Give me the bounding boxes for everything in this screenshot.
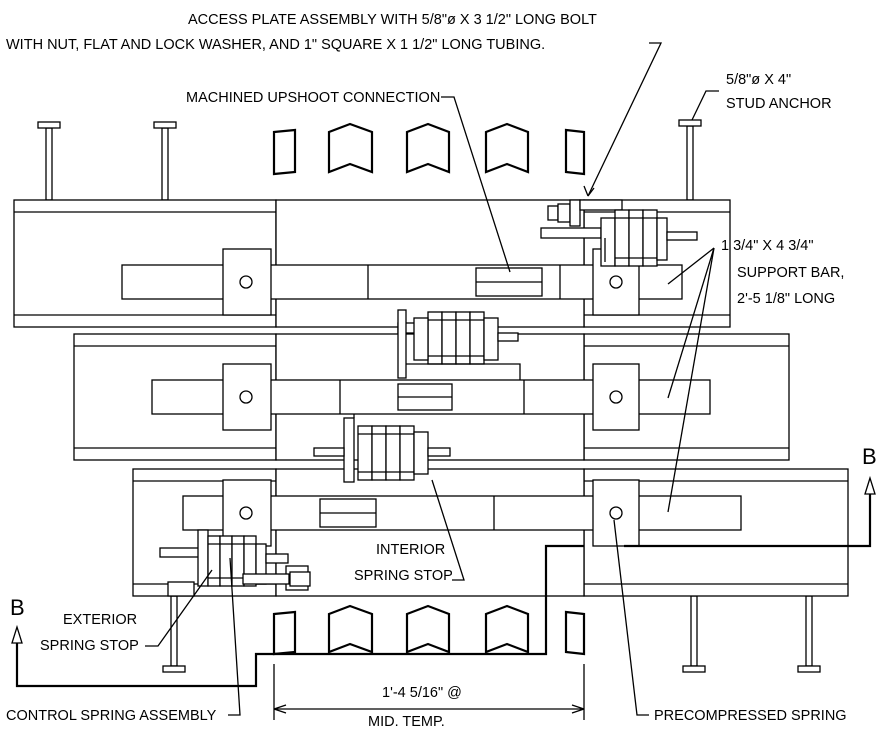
section-mark-left: B: [10, 544, 584, 688]
label-precompressed: PRECOMPRESSED SPRING: [654, 708, 847, 724]
label-support-bar-line3: 2'-5 1/8" LONG: [737, 291, 835, 307]
top-studs: [37, 119, 702, 201]
label-machined-upshoot: MACHINED UPSHOOT CONNECTION: [186, 90, 440, 106]
support-bar-top: [121, 264, 683, 300]
interior-spring-stop-upper: [397, 309, 521, 380]
label-stud-anchor-line1: 5/8"ø X 4": [726, 72, 791, 88]
label-support-bar-line2: SUPPORT BAR,: [737, 265, 844, 281]
precompressed-springs-right: [592, 248, 640, 547]
label-interior-stop-line1: INTERIOR: [376, 542, 445, 558]
label-access-plate-line1: ACCESS PLATE ASSEMBLY WITH 5/8"ø X 3 1/2…: [188, 12, 597, 28]
label-access-plate-line2: WITH NUT, FLAT AND LOCK WASHER, AND 1" S…: [6, 37, 545, 53]
label-exterior-stop-line2: SPRING STOP: [40, 638, 139, 654]
svg-text:B: B: [862, 444, 877, 469]
support-bar-bot: [182, 495, 742, 531]
label-stud-anchor-line2: STUD ANCHOR: [726, 96, 832, 112]
label-control-spring: CONTROL SPRING ASSEMBLY: [6, 708, 217, 724]
dimension-gap: 1'-4 5/16" @ MID. TEMP.: [273, 664, 585, 730]
label-support-bar-line1: 1 3/4" X 4 3/4": [721, 238, 814, 254]
access-plate-assembly: [540, 199, 698, 267]
bottom-gap-profiles: [272, 604, 586, 656]
bottom-studs: [162, 595, 821, 673]
svg-text:B: B: [10, 595, 25, 620]
precompressed-springs-left: [222, 248, 272, 547]
dimension-value: 1'-4 5/16" @: [382, 685, 462, 701]
dimension-note: MID. TEMP.: [368, 714, 445, 730]
callout-labels: ACCESS PLATE ASSEMBLY WITH 5/8"ø X 3 1/2…: [6, 12, 847, 724]
section-mark-right: B: [624, 444, 877, 548]
label-interior-stop-line2: SPRING STOP: [354, 568, 453, 584]
interior-spring-stop-lower: [313, 414, 451, 483]
leader-lines: [145, 42, 719, 716]
label-exterior-stop-line1: EXTERIOR: [63, 612, 137, 628]
top-gap-profiles: [272, 122, 586, 176]
control-spring-assembly: [159, 529, 311, 597]
